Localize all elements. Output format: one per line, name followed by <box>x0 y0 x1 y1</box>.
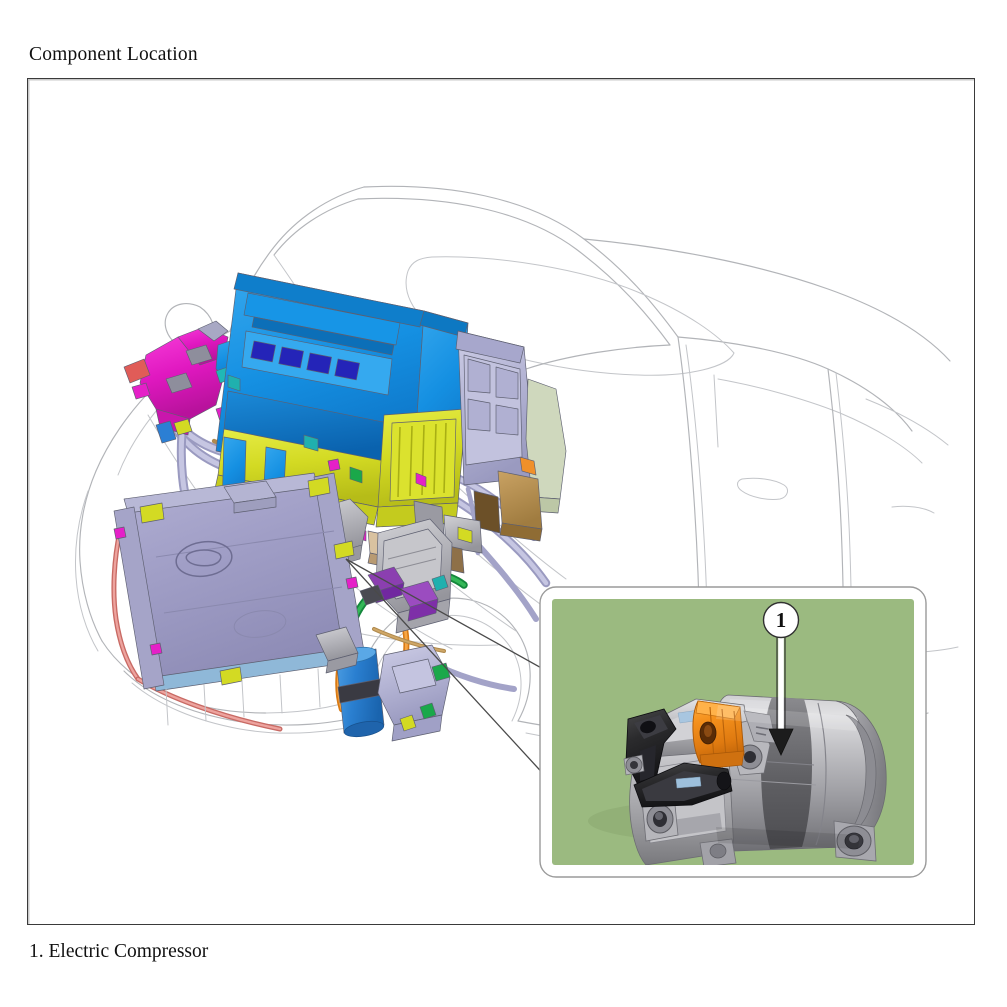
leader-line-lower <box>345 558 549 780</box>
callout-number: 1 <box>776 608 787 632</box>
page-title: Component Location <box>29 44 198 65</box>
component-location-illustration: 1 <box>75 185 959 878</box>
caption-item-1: 1. Electric Compressor <box>29 941 209 962</box>
hvac-unit <box>213 272 567 576</box>
condenser-radiator-assembly <box>113 458 365 726</box>
hyundai-logo <box>175 540 233 578</box>
accumulator-receiver-drier <box>315 626 451 742</box>
compressor-photo-inset: 1 <box>539 586 927 878</box>
electric-compressor-in-diagram <box>359 518 453 634</box>
callout-circle <box>762 601 800 639</box>
illustration-frame: 1 <box>27 78 975 925</box>
electric-compressor-photo <box>588 694 887 865</box>
caption-list: 1. Electric Compressor <box>29 940 208 964</box>
callout-1: 1 <box>762 601 800 756</box>
